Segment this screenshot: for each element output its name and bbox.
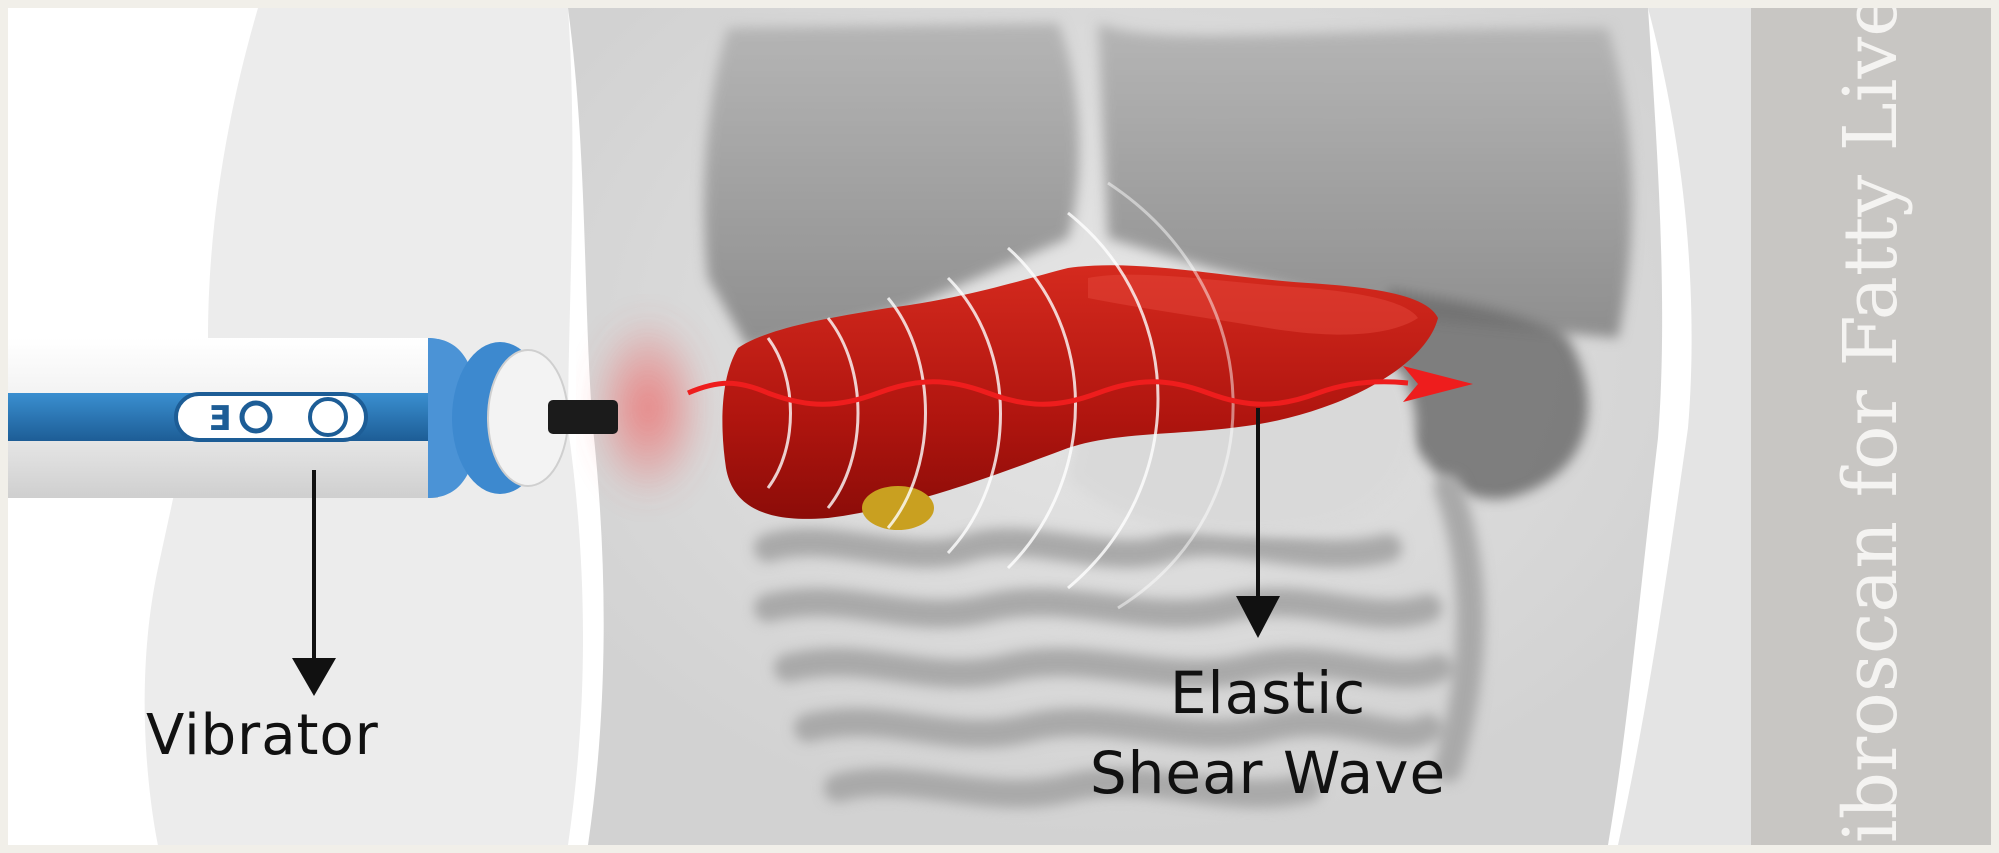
probe-icon-glyphs: Ǝ	[208, 399, 231, 439]
probe-transducer-tip	[548, 400, 618, 434]
figure-frame: Ǝ Vibrator Elastic Shear Wave Fibroscan …	[8, 8, 1991, 845]
elastic-label-line1: Elastic	[988, 653, 1548, 733]
vibrator-label: Vibrator	[146, 703, 379, 768]
gallbladder	[862, 486, 934, 530]
sidebar-title: Fibroscan for Fatty Liver	[1828, 8, 1914, 845]
elastic-shear-wave-label: Elastic Shear Wave	[988, 653, 1548, 813]
elastic-label-line2: Shear Wave	[988, 733, 1548, 813]
